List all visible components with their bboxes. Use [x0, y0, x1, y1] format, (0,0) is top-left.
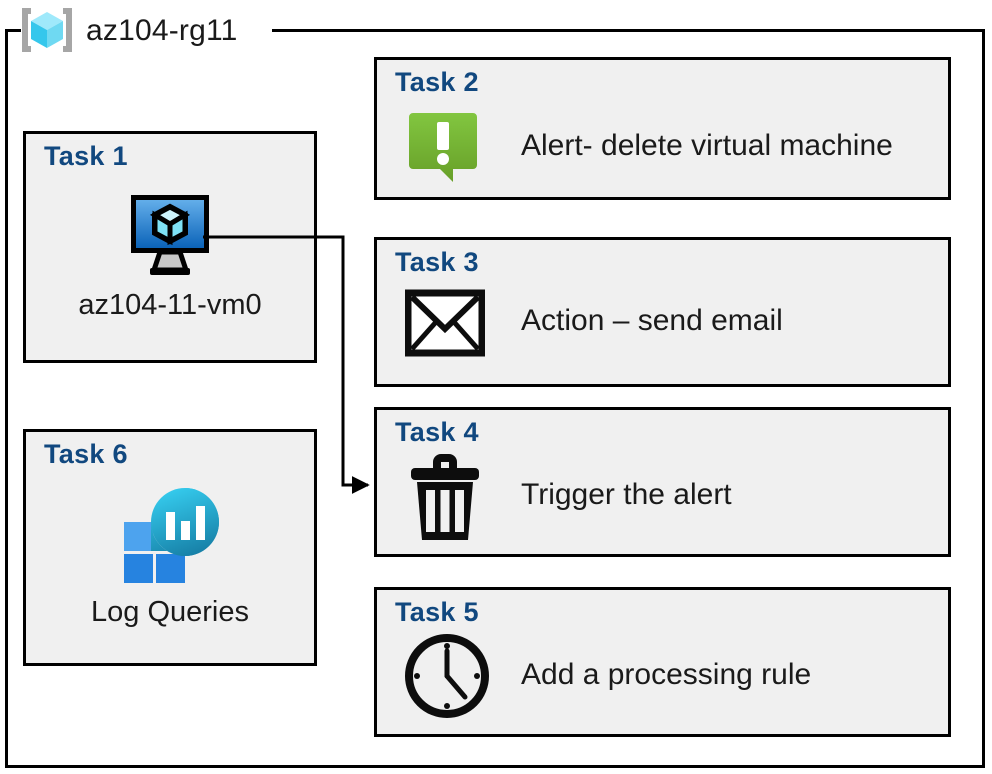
card-task3-title: Task 3	[395, 247, 479, 277]
card-task2[interactable]: Task 2 Alert- delete virtual machine	[374, 57, 951, 200]
card-task6-caption: Log Queries	[91, 596, 249, 628]
card-task3[interactable]: Task 3 Action – send email	[374, 237, 951, 387]
card-task4[interactable]: Task 4 Trigger the alert	[374, 407, 951, 557]
card-task2-caption: Alert- delete virtual machine	[521, 129, 893, 162]
card-task4-title: Task 4	[395, 417, 479, 447]
resource-group-frame	[5, 29, 985, 768]
envelope-icon	[405, 288, 485, 358]
log-analytics-icon	[26, 482, 314, 584]
card-task4-caption: Trigger the alert	[521, 478, 732, 511]
resource-group-frame-top-right-segment	[272, 29, 985, 32]
virtual-machine-icon	[26, 190, 314, 278]
card-task1-title: Task 1	[44, 141, 128, 171]
card-task5[interactable]: Task 5 Add a processing rule	[374, 587, 951, 737]
card-task5-caption: Add a processing rule	[521, 658, 812, 691]
card-task2-title: Task 2	[395, 67, 479, 97]
resource-group-header: az104-rg11	[18, 0, 238, 60]
trash-can-icon	[407, 448, 483, 544]
card-task3-caption: Action – send email	[521, 304, 783, 337]
alert-exclamation-bubble-icon	[405, 110, 481, 186]
resource-group-cube-icon	[18, 4, 76, 56]
card-task6-title: Task 6	[44, 439, 128, 469]
resource-group-name: az104-rg11	[86, 14, 238, 47]
card-task6[interactable]: Task 6 Log Queri	[23, 429, 317, 666]
card-task1-caption: az104-11-vm0	[78, 289, 262, 321]
resource-group-frame-top-left-segment	[5, 29, 21, 32]
card-task1[interactable]: Task 1	[23, 131, 317, 363]
clock-icon	[403, 630, 491, 722]
card-task5-title: Task 5	[395, 597, 479, 627]
